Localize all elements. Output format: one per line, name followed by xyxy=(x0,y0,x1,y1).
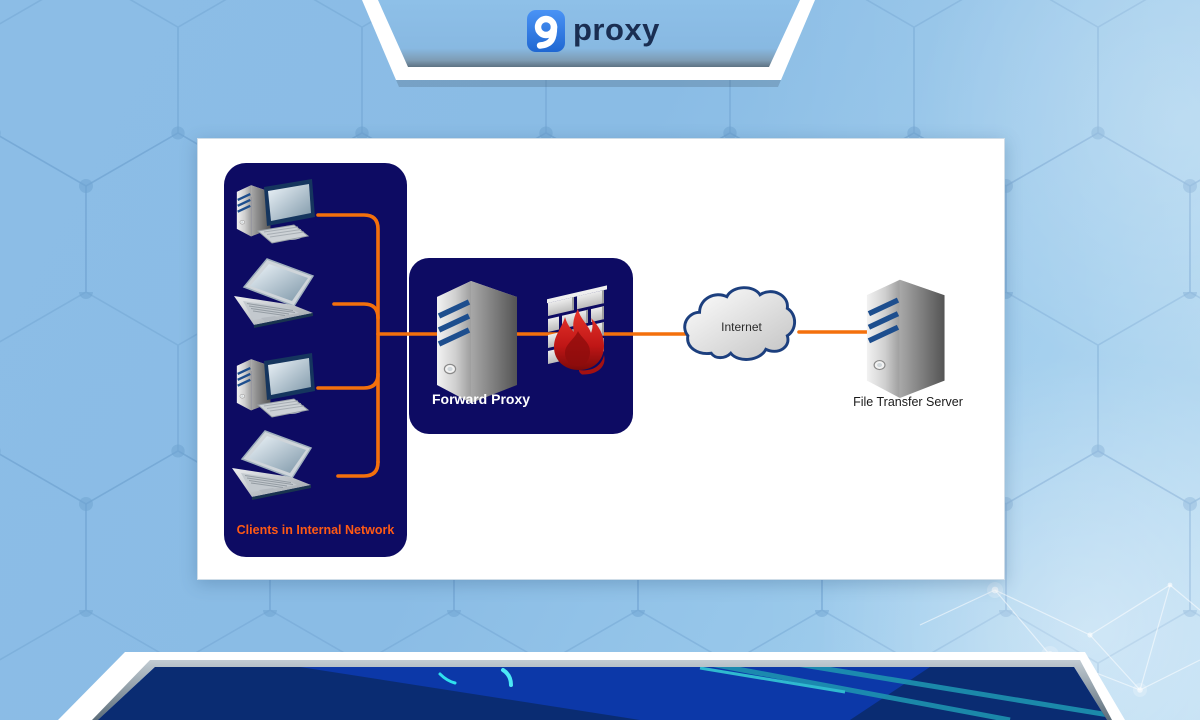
diagram-card: Clients in Internal Network Forward Prox… xyxy=(197,138,1005,580)
banner-drop-shadow xyxy=(396,80,781,87)
nine-proxy-logo-icon xyxy=(527,10,565,52)
internet-label: Internet xyxy=(721,320,762,334)
clients-box-label: Clients in Internal Network xyxy=(236,523,395,537)
footer-artwork xyxy=(98,667,1107,720)
desktop-client-icon xyxy=(237,353,315,417)
bottom-banner xyxy=(58,652,1125,720)
file-server-icon xyxy=(867,280,945,398)
proxy-server-icon xyxy=(437,281,517,403)
plexus-decoration xyxy=(919,582,1200,698)
forward-proxy-label: Forward Proxy xyxy=(432,391,531,407)
firewall-icon xyxy=(547,285,607,375)
laptop-client-icon xyxy=(231,430,312,501)
desktop-client-icon xyxy=(237,179,315,243)
laptop-client-icon xyxy=(233,258,314,329)
diagram-graphics xyxy=(231,139,1004,501)
file-server-label: File Transfer Server xyxy=(853,395,963,409)
logo-wordmark: proxy xyxy=(573,12,660,47)
top-banner xyxy=(362,0,815,87)
banner-inner xyxy=(378,0,800,67)
